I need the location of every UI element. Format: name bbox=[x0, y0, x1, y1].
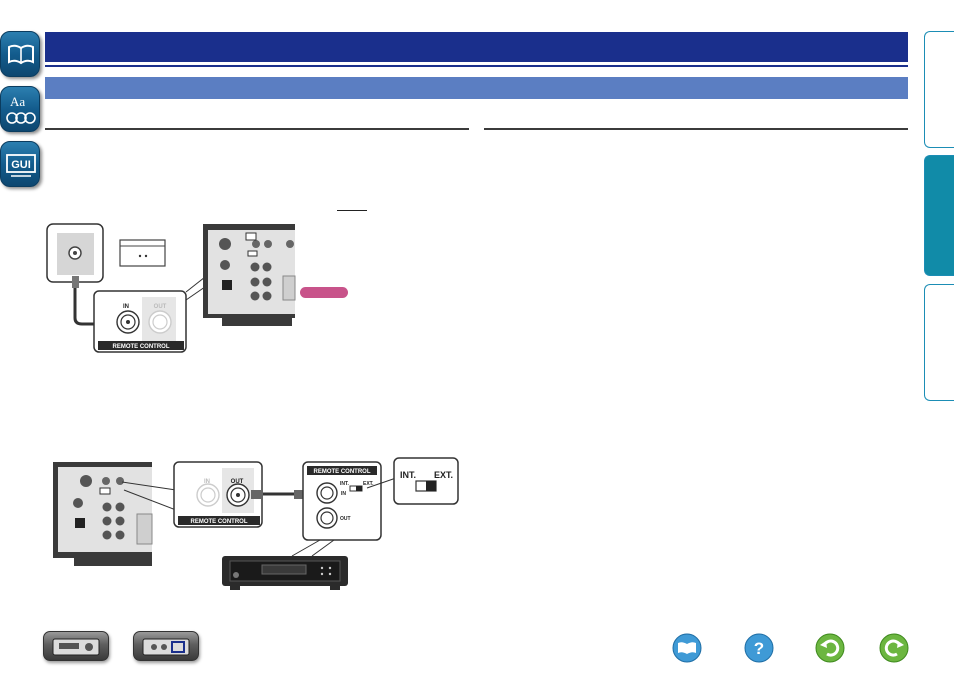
question-icon: ? bbox=[754, 639, 764, 658]
note-badge bbox=[300, 287, 348, 298]
forward-button[interactable] bbox=[879, 633, 909, 663]
remote-control-label-bottom: REMOTE CONTROL bbox=[191, 519, 248, 525]
component-remote-label: REMOTE CONTROL bbox=[314, 469, 371, 475]
page-reference-underline bbox=[337, 210, 367, 211]
contents-icon[interactable] bbox=[0, 31, 40, 77]
help-button[interactable]: ? bbox=[744, 633, 774, 663]
gui-icon-label: GUI bbox=[11, 159, 31, 171]
component-out-label: OUT bbox=[340, 516, 351, 522]
book-icon bbox=[678, 642, 696, 654]
redo-icon bbox=[884, 639, 902, 657]
jack-out-label-bottom: OUT bbox=[231, 479, 244, 485]
component-ext-label: EXT. bbox=[363, 481, 374, 487]
back-button[interactable] bbox=[815, 633, 845, 663]
contents-button[interactable] bbox=[672, 633, 702, 663]
section-header-bar bbox=[45, 32, 908, 62]
component-int-label: INT. bbox=[340, 481, 350, 487]
jack-in-label-bottom: IN bbox=[204, 479, 210, 485]
tab-active[interactable] bbox=[924, 155, 954, 276]
remote-control-label: REMOTE CONTROL bbox=[113, 344, 170, 350]
switch-int-label: INT. bbox=[400, 470, 416, 480]
rear-panel-button[interactable] bbox=[133, 631, 199, 661]
right-column-rule bbox=[484, 128, 908, 130]
header-rule bbox=[45, 65, 908, 67]
jack-in-label: IN bbox=[123, 304, 129, 310]
left-column-rule bbox=[45, 128, 469, 130]
ir-receiver bbox=[119, 239, 166, 267]
index-icon[interactable]: Aa bbox=[0, 86, 40, 132]
index-icon-label: Aa bbox=[10, 94, 25, 109]
gui-icon[interactable]: GUI bbox=[0, 141, 40, 187]
tab-lower[interactable] bbox=[924, 284, 954, 401]
switch-ext-label: EXT. bbox=[434, 470, 453, 480]
undo-icon bbox=[822, 639, 840, 657]
component-in-label: IN bbox=[341, 491, 346, 497]
tab-upper[interactable] bbox=[924, 31, 954, 148]
front-panel-button[interactable] bbox=[43, 631, 109, 661]
jack-out-label: OUT bbox=[154, 304, 167, 310]
subsection-header-bar bbox=[45, 77, 908, 99]
